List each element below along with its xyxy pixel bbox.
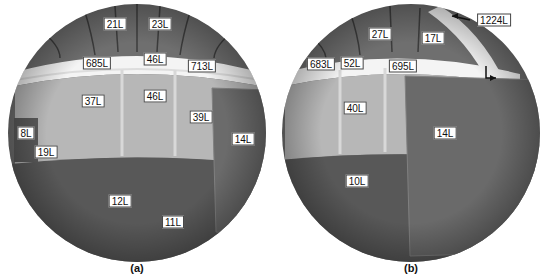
illuminance-label: 23L xyxy=(149,18,172,31)
illuminance-label: 14L xyxy=(434,127,457,140)
illuminance-label: 695L xyxy=(389,60,417,73)
illuminance-label: 1224L xyxy=(477,14,511,27)
sphere-b xyxy=(280,0,550,276)
illuminance-label: 19L xyxy=(35,146,58,159)
subfigure-label: (a) xyxy=(130,262,143,274)
illuminance-label: 27L xyxy=(369,28,392,41)
illuminance-label: 40L xyxy=(344,102,367,115)
sphere-a xyxy=(0,0,275,276)
illuminance-label: 14L xyxy=(232,133,255,146)
illuminance-label: 37L xyxy=(82,95,105,108)
illuminance-label: 52L xyxy=(341,57,364,70)
illuminance-label: 21L xyxy=(104,18,127,31)
illuminance-label: 8L xyxy=(17,127,34,140)
illuminance-label: 683L xyxy=(307,58,335,71)
subfigure-label: (b) xyxy=(404,262,418,274)
illuminance-label: 10L xyxy=(346,175,369,188)
illuminance-label: 12L xyxy=(109,195,132,208)
illuminance-label: 713L xyxy=(188,60,216,73)
illuminance-label: 46L xyxy=(144,90,167,103)
illuminance-label: 11L xyxy=(162,216,184,229)
illuminance-label: 39L xyxy=(190,111,213,124)
illuminance-label: 17L xyxy=(422,32,445,45)
illuminance-label: 685L xyxy=(83,57,111,70)
illuminance-label: 46L xyxy=(144,53,167,66)
